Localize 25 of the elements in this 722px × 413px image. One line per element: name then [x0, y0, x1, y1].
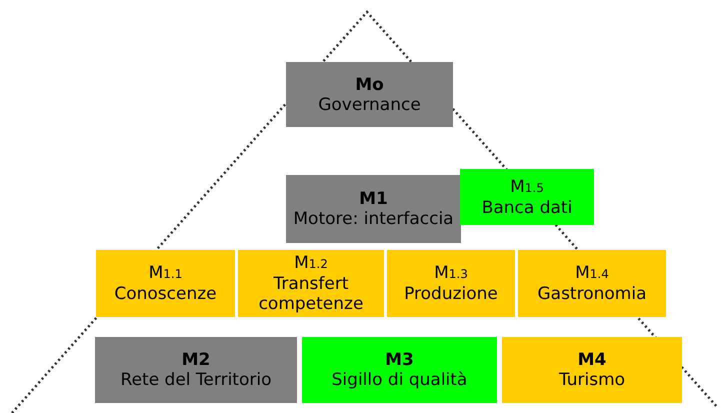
module-box [95, 337, 297, 403]
module-code: M3 [385, 350, 414, 370]
module-name: Turismo [558, 370, 626, 390]
module-name: Governance [318, 94, 421, 114]
module-box [387, 250, 515, 317]
module-box [286, 175, 461, 243]
module-box [460, 169, 594, 225]
module-box [502, 337, 682, 403]
module-name: Conoscenze [114, 284, 217, 304]
module-name: Motore: interfaccia [293, 209, 454, 229]
module-name: Sigillo di qualità [332, 370, 468, 390]
module-code: M2 [182, 350, 210, 370]
module-code: M1 [359, 189, 388, 209]
module-box [238, 250, 384, 317]
module-name: Rete del Territorio [120, 370, 272, 390]
module-code: Mo [355, 74, 384, 94]
module-box [286, 62, 453, 127]
module-name: Banca dati [482, 198, 572, 218]
module-code: M4 [578, 350, 606, 370]
module-name: Produzione [404, 284, 498, 304]
module-name: Transfert competenze [258, 274, 364, 314]
module-box [96, 250, 235, 317]
module-box [518, 250, 666, 317]
module-name: Gastronomia [537, 284, 646, 304]
module-box [302, 337, 497, 403]
